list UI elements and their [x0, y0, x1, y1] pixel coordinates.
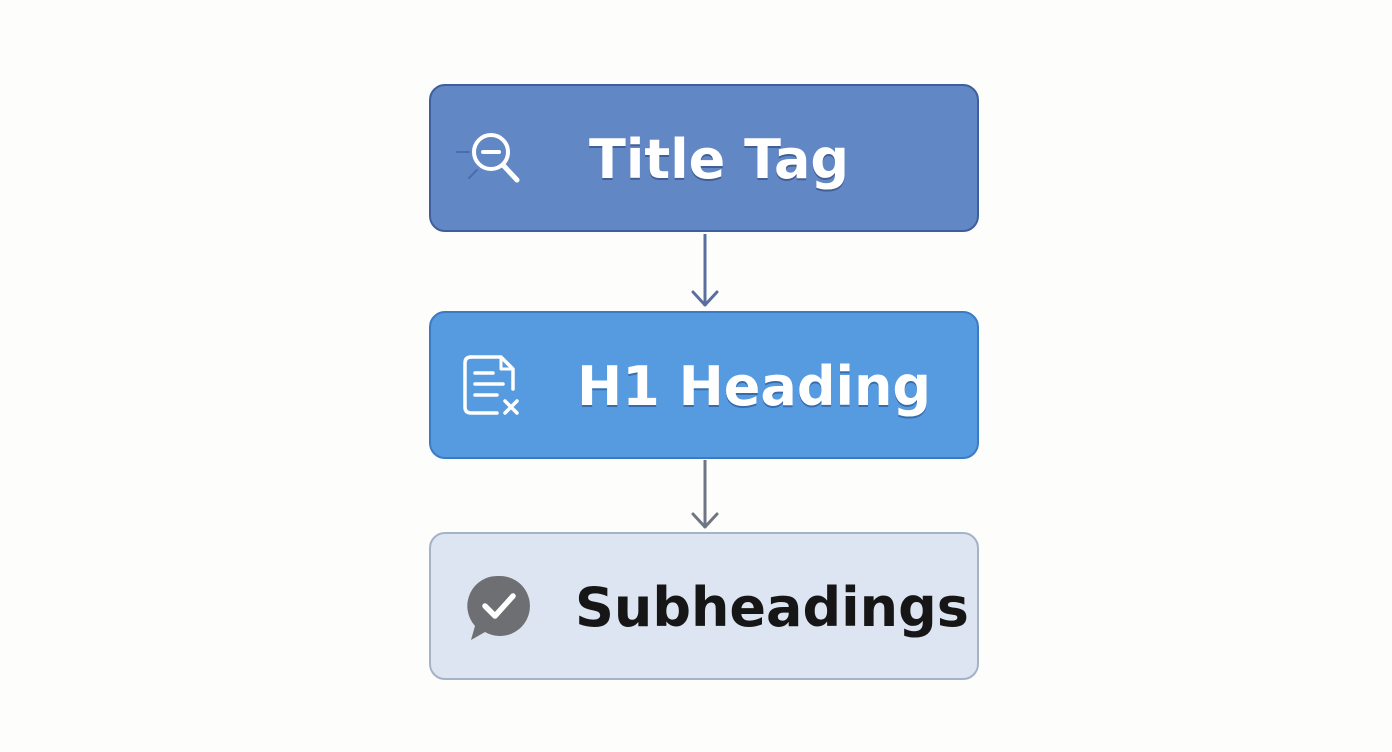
h1-heading-label: H1 Heading — [577, 355, 932, 418]
magnifier-icon — [455, 126, 525, 194]
arrow-connector — [688, 460, 722, 532]
title-tag-label: Title Tag — [589, 128, 850, 191]
chat-check-icon — [463, 574, 533, 642]
title-tag-node: Title Tag — [429, 84, 979, 232]
h1-heading-node: H1 Heading — [429, 311, 979, 459]
arrow-connector — [688, 234, 722, 310]
subheadings-label: Subheadings — [575, 576, 969, 639]
subheadings-node: Subheadings — [429, 532, 979, 680]
document-x-icon — [461, 353, 531, 421]
